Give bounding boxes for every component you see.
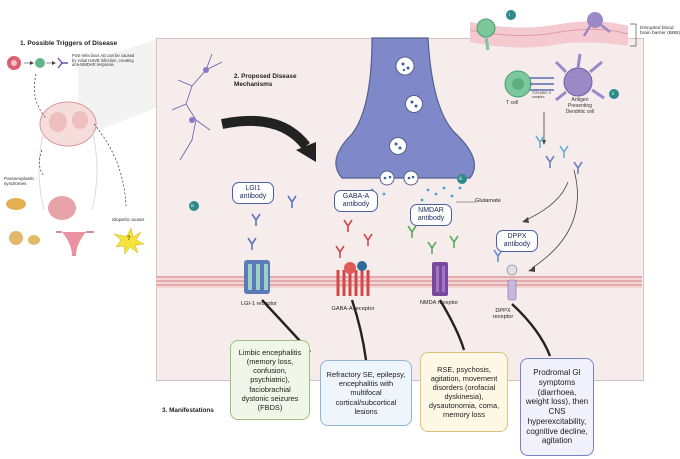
badge-iii [457,174,467,184]
manifestation-lgi1: Limbic encephalitis (memory loss, confus… [230,340,310,420]
antibodies [247,135,583,262]
idiopathic-question-mark: ? [127,236,131,242]
idiopathic-star [113,227,145,255]
manifestation-gabaa: Refractory SE, epilepsy, encephalitis wi… [320,360,412,426]
zoom-funnel [78,40,156,138]
apc-cell [563,67,593,97]
manifestation-lgi1-text: Limbic encephalitis (memory loss, confus… [238,348,302,412]
lgi1-receptor-label: LGI-1 receptor [240,301,278,307]
dppx-receptor-shape [506,264,518,301]
tcr-mhc-complex [530,77,554,91]
badge-ii [609,89,619,99]
neurotransmitter-dots [364,186,462,202]
hsve-note: Post-infectious AE can be caused by init… [72,53,135,68]
badge-iv [189,201,199,211]
nmda-receptor-label: NMDA receptor [419,300,459,306]
lgi1-antibody-label: LGI1 antibody [232,182,274,205]
badge-i-label: i [509,12,511,17]
badge-iv-label: iv [191,203,195,208]
dppx-antibody-label: DPPX antibody [496,230,538,253]
dppx-receptor-label: DPPX receptor [492,308,514,320]
mechanisms-title: 2. Proposed Disease Mechanisms [234,73,297,88]
cell-membrane [156,276,642,288]
gabaa-receptor-shape [336,261,370,296]
axon-terminal [335,37,475,179]
nmda-receptor-shape [432,262,448,296]
curved-arrow [220,115,310,150]
brain-icon [39,101,97,147]
nmdar-antibody-label: NMDAR antibody [410,204,452,227]
badge-ii-label: ii [612,91,615,96]
neuron-illustration [171,53,223,161]
manifestation-dppx-text: Prodromal GI symptoms (diarrhoea, weight… [525,368,589,446]
uterus-icon [62,232,86,256]
idiopathic-label: Idiopathic causes [112,217,145,222]
manifestation-gabaa-text: Refractory SE, epilepsy, encephalitis wi… [326,370,406,416]
badge-i [506,10,516,20]
manifestation-dppx: Prodromal GI symptoms (diarrhoea, weight… [520,358,594,456]
gabaa-antibody-label: GABA-A antibody [334,190,378,213]
tcell-icon [35,58,45,68]
ovary-icon [9,231,23,245]
gabaa-receptor-label: GABA-A receptor [331,306,375,312]
manifestations-title: 3. Manifestations [162,407,214,414]
paraneoplastic-label: Paraneoplastic syndromes [4,176,35,187]
badge-iii-label: iii [459,176,462,181]
lgi1-receptor-shape [244,260,270,294]
lungs-icon [48,196,76,220]
glutamate-label: Glutamate [475,198,501,204]
triggers-title: 1. Possible Triggers of Disease [20,40,118,47]
pancreas-icon [6,198,26,210]
bbb-label: Disrupted blood brain barrier (BBB) [640,26,680,37]
synaptic-vesicles [379,56,423,186]
antibody-icon [57,57,68,69]
manifestation-nmda-text: RSE, psychosis, agitation, movement diso… [428,364,500,420]
t-cell-label: T cell [506,100,519,106]
apc-label: Antigen Presenting Dendritic cell [565,97,595,115]
tcr-mhc-label: TCR-MHC II complex [532,91,551,99]
manifestation-nmda: RSE, psychosis, agitation, movement diso… [420,352,508,432]
